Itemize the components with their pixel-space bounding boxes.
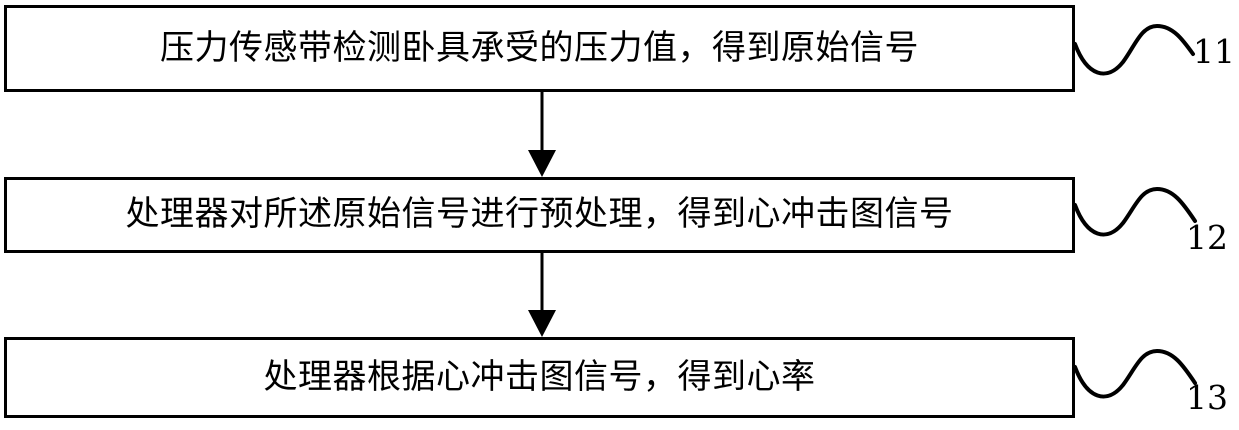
sine-leader-1-icon	[1073, 23, 1195, 76]
reference-numeral-11: 11	[1193, 32, 1235, 71]
process-box-2-label: 处理器对所述原始信号进行预处理，得到心冲击图信号	[125, 194, 954, 235]
reference-numeral-12: 12	[1186, 218, 1228, 257]
process-box-1-label: 压力传感带检测卧具承受的压力值，得到原始信号	[160, 27, 919, 68]
flow-arrow-1-icon	[528, 92, 556, 177]
process-box-3: 处理器根据心冲击图信号，得到心率	[4, 337, 1075, 418]
process-box-1: 压力传感带检测卧具承受的压力值，得到原始信号	[4, 5, 1075, 92]
sine-leader-2-icon	[1073, 186, 1197, 237]
reference-numeral-13: 13	[1186, 378, 1228, 417]
flow-arrow-2-icon	[528, 252, 556, 337]
process-box-3-label: 处理器根据心冲击图信号，得到心率	[263, 356, 816, 397]
process-box-2: 处理器对所述原始信号进行预处理，得到心冲击图信号	[4, 177, 1075, 253]
sine-leader-3-icon	[1073, 348, 1197, 399]
